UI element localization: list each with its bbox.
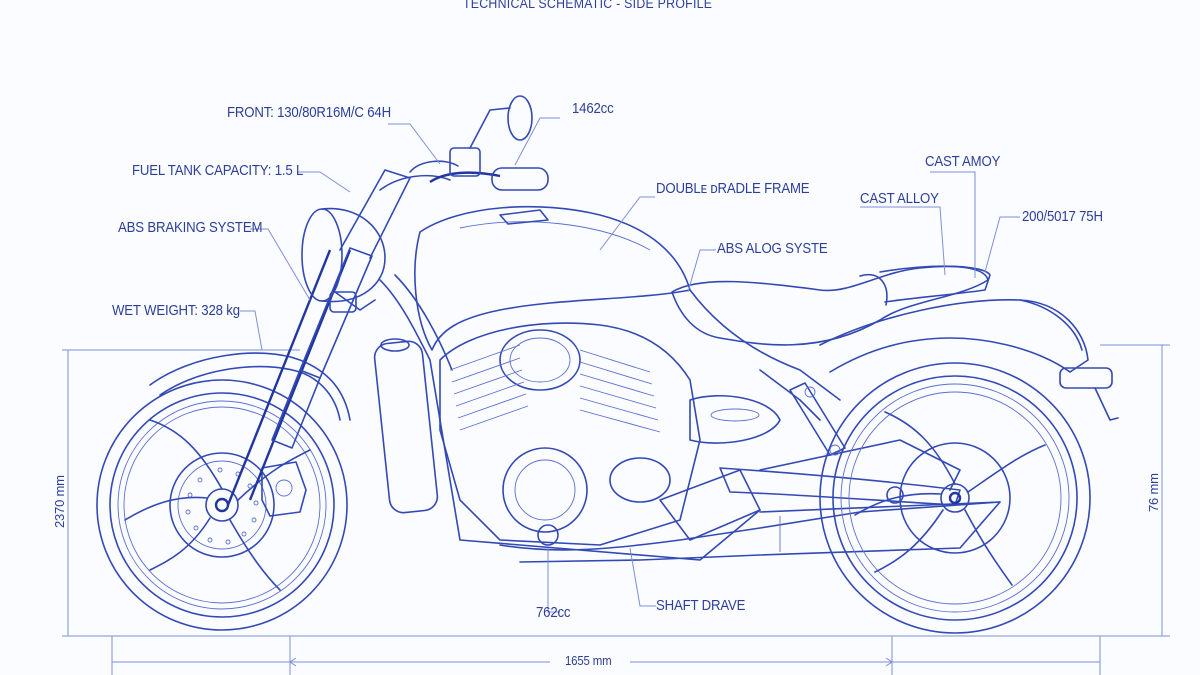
shaft-drive-label: SHAFT DRAVE [656, 597, 746, 614]
rear-shock [789, 382, 846, 456]
abs-braking-label: ABS BRAKING SYSTEM [118, 219, 263, 236]
exhaust [499, 469, 1001, 563]
engine [439, 322, 781, 546]
fuel-tank-label: FUEL TANK CAPACITY: 1.5 L [132, 162, 304, 179]
seat [671, 265, 991, 346]
rear-wheel [819, 362, 1091, 634]
rear-fender [819, 299, 1119, 421]
abs-alog-label: ABS ALOG SYSTE [717, 240, 828, 257]
schematic-title: TECHNICAL SCHEMATIC - SIDE PROFILE [463, 0, 713, 11]
leader-lines [240, 117, 1020, 613]
side-cylinder [373, 338, 439, 514]
rear-tire-label: 200/5017 75H [1022, 208, 1103, 225]
dimension-lines [62, 344, 1170, 675]
height-dimension: 2370 mm [52, 475, 67, 528]
displacement-top-label: 1462cc [572, 100, 614, 117]
displacement-bottom-label: 762cc [536, 604, 571, 621]
headlight [301, 207, 386, 313]
cast-alloy-label: CAST ALLOY [860, 190, 939, 207]
frame [379, 274, 841, 561]
handlebar [409, 95, 549, 191]
front-tire-label: FRONT: 130/80R16M/C 64H [227, 104, 391, 121]
front-fork [149, 169, 451, 506]
frame-label: DOUBLᴇ ᴅRADLE FRAME [656, 180, 810, 197]
fuel-tank [414, 205, 691, 351]
cast-amoy-label: CAST AMOY [925, 153, 1001, 170]
wet-weight-label: WET WEIGHT: 328 kg [112, 302, 240, 319]
wheelbase-dimension: 1655 mm [565, 653, 612, 668]
rear-height-dimension: 76 mm [1146, 473, 1161, 512]
front-wheel [96, 379, 348, 631]
